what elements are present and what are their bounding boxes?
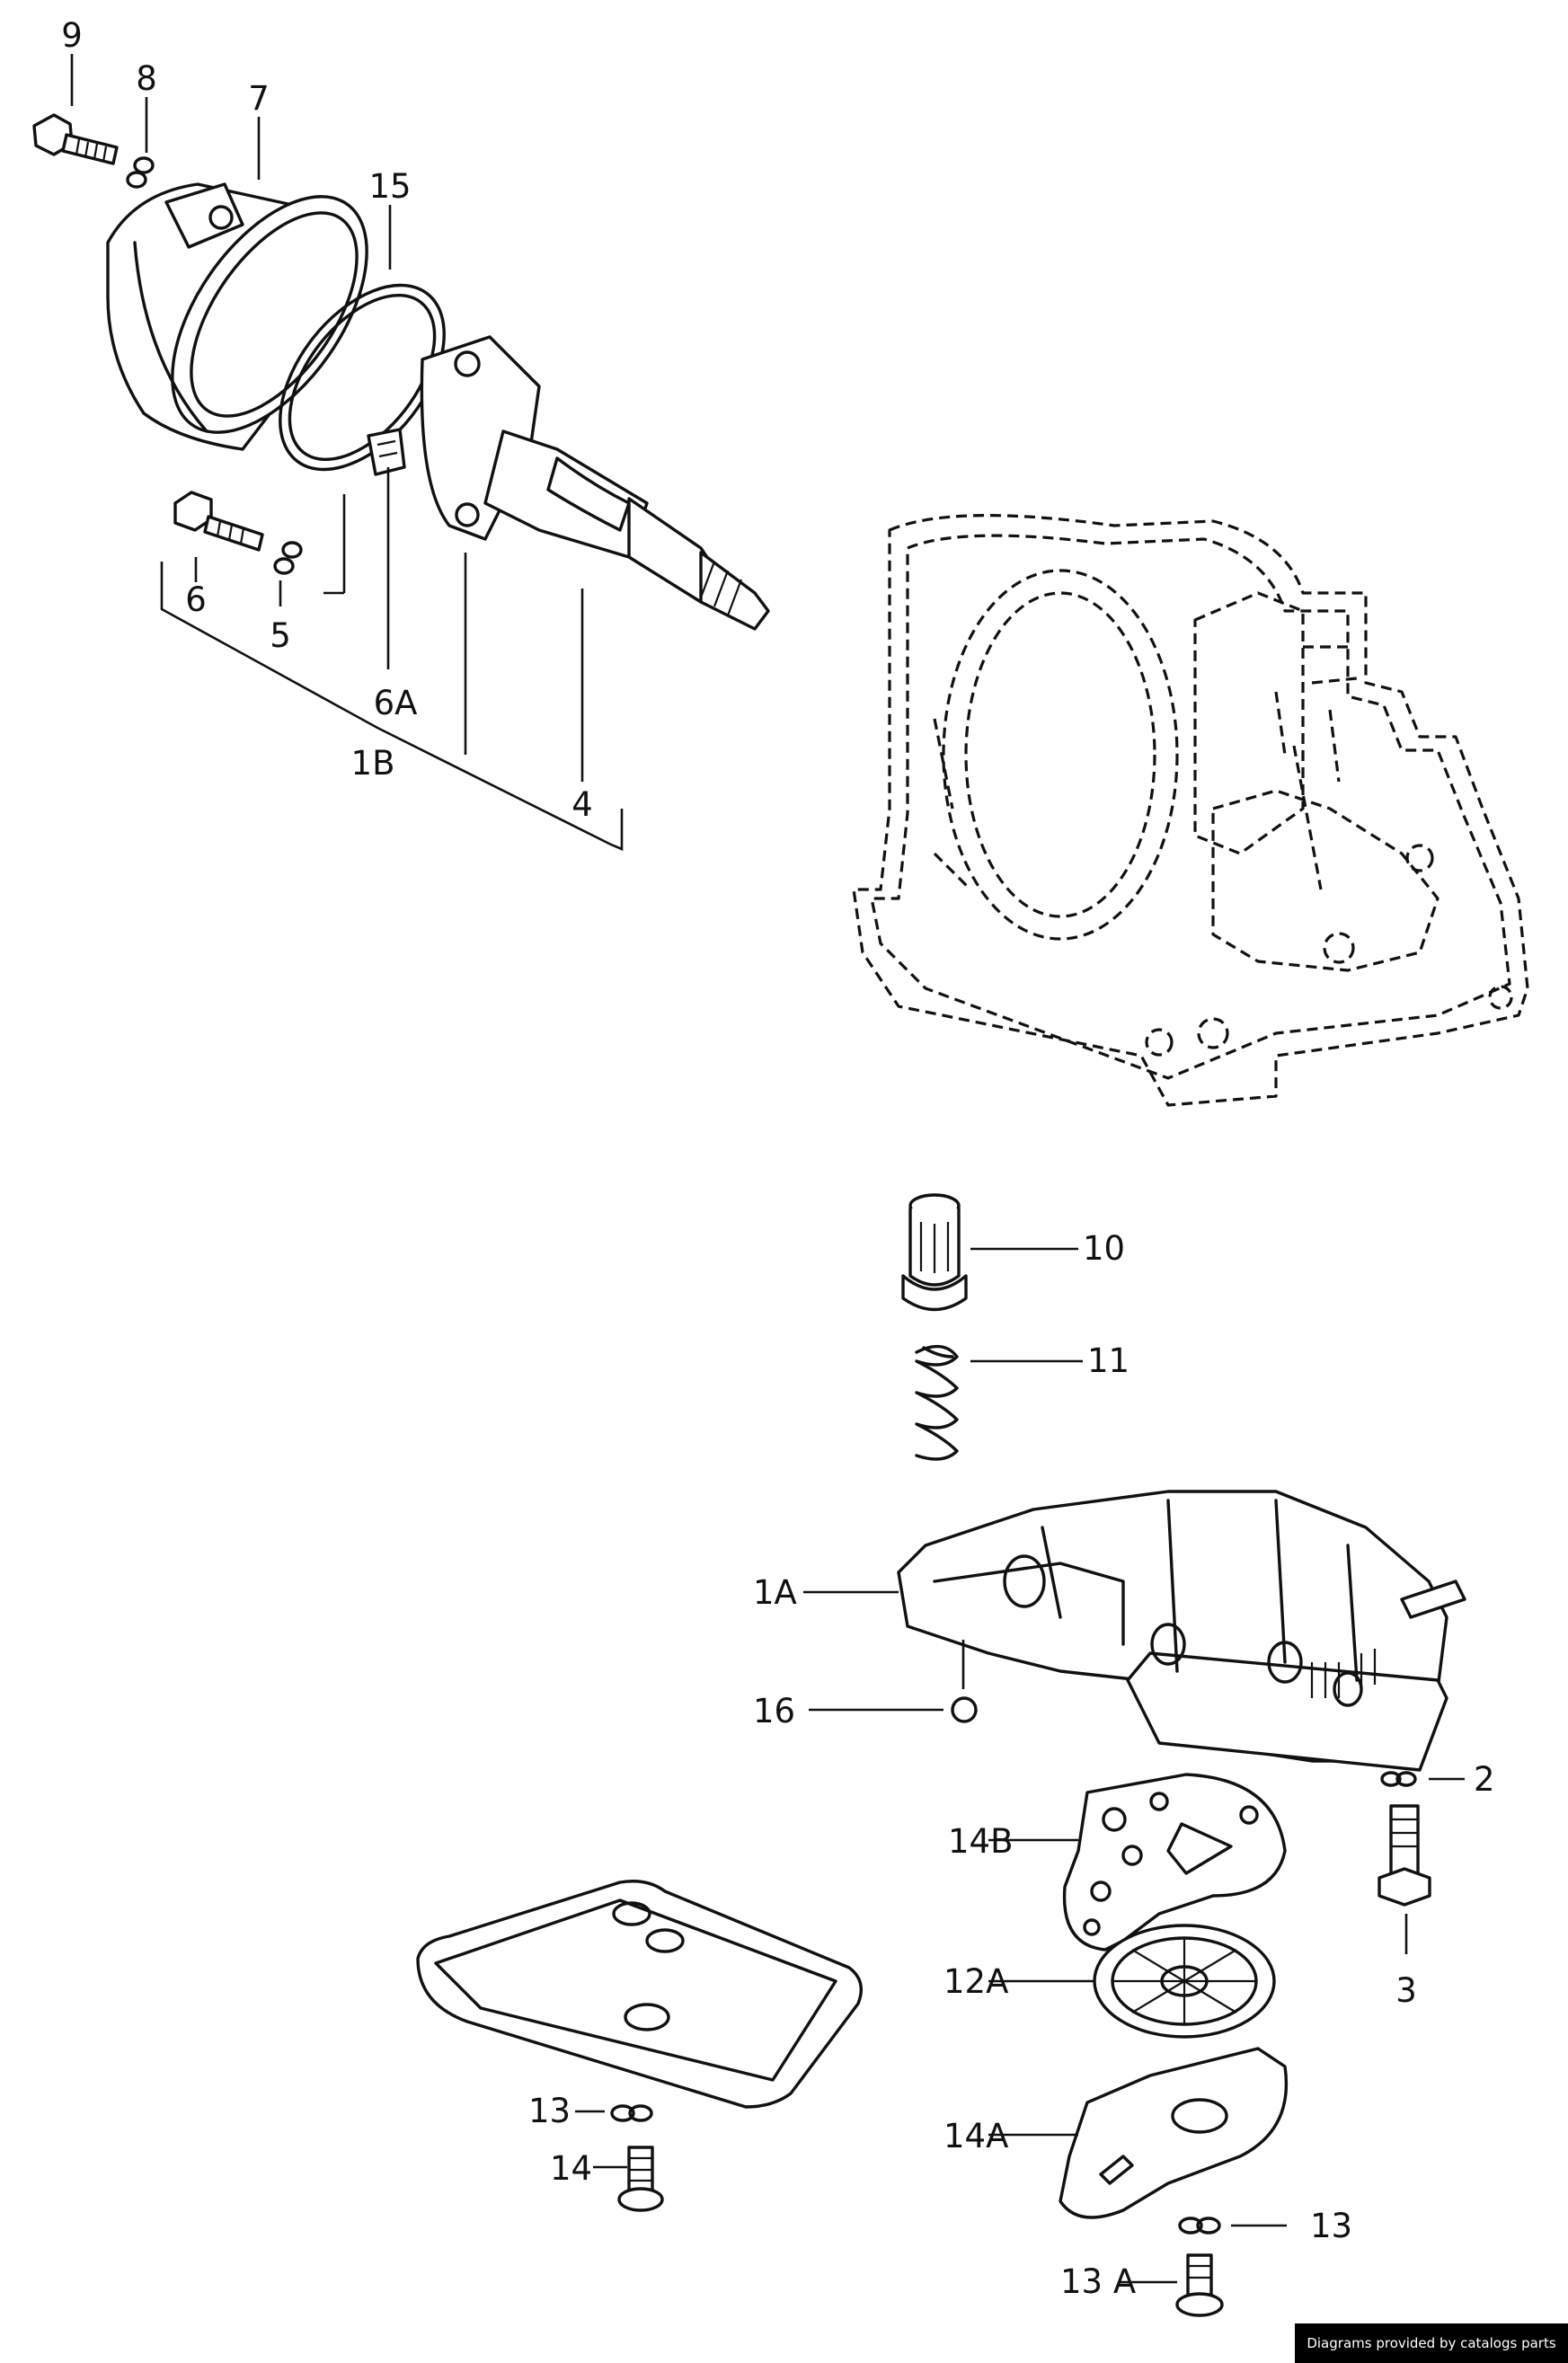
part-7-housing (106, 182, 368, 451)
part-13A-bolt (1175, 2253, 1224, 2317)
part-12A-filter (1093, 1924, 1276, 2039)
callout-14: 14 (550, 2149, 592, 2188)
callout-14B: 14B (948, 1822, 1013, 1861)
callout-6A: 6A (374, 684, 418, 722)
transmission-case-outline (852, 514, 1529, 1107)
callout-7: 7 (248, 79, 270, 118)
callout-14A: 14A (943, 2117, 1008, 2155)
callout-9: 9 (61, 16, 83, 55)
callout-13-left: 13 (528, 2092, 571, 2130)
callout-4: 4 (571, 785, 593, 824)
part-14B-separator-plate (1062, 1773, 1287, 1951)
callout-13A: 13 A (1060, 2262, 1136, 2301)
callout-15: 15 (368, 167, 411, 206)
callout-1B: 1B (351, 744, 395, 783)
part-14A-cover-plate (1059, 2047, 1289, 2219)
oil-pan (416, 1880, 863, 2109)
part-4-governor-shaft (420, 335, 770, 631)
part-8-lock-washer (126, 156, 155, 189)
part-6A-block (367, 428, 406, 476)
part-11-spring (915, 1344, 959, 1461)
callout-16: 16 (753, 1692, 795, 1730)
top-leaders (70, 54, 624, 851)
part-1A-valve-body (897, 1490, 1466, 1772)
part-14-bolt (617, 2146, 664, 2212)
callout-1A: 1A (753, 1573, 797, 1612)
part-5-lock-washer (273, 541, 303, 575)
callout-8: 8 (136, 59, 157, 98)
part-10-strainer (901, 1193, 968, 1312)
part-16-ball (951, 1696, 978, 1723)
part-13-lock-washer-left (610, 2104, 653, 2122)
callout-6: 6 (185, 580, 207, 619)
callout-12A: 12A (943, 1962, 1008, 2001)
part-15-seal-ring (279, 283, 446, 472)
part-13-lock-washer-right (1178, 2217, 1221, 2235)
callout-11: 11 (1087, 1341, 1129, 1380)
part-9-bolt (32, 113, 119, 165)
part-2-lock-washer (1380, 1771, 1417, 1787)
credit-banner: Diagrams provided by catalogs parts (1295, 2323, 1568, 2363)
callout-3: 3 (1395, 1971, 1417, 2010)
callout-13-right: 13 (1310, 2207, 1352, 2245)
part-3-bolt (1378, 1804, 1431, 1907)
part-6-bolt (173, 491, 264, 552)
callout-10: 10 (1083, 1229, 1125, 1268)
callout-5: 5 (270, 616, 291, 655)
callout-2: 2 (1474, 1760, 1495, 1799)
